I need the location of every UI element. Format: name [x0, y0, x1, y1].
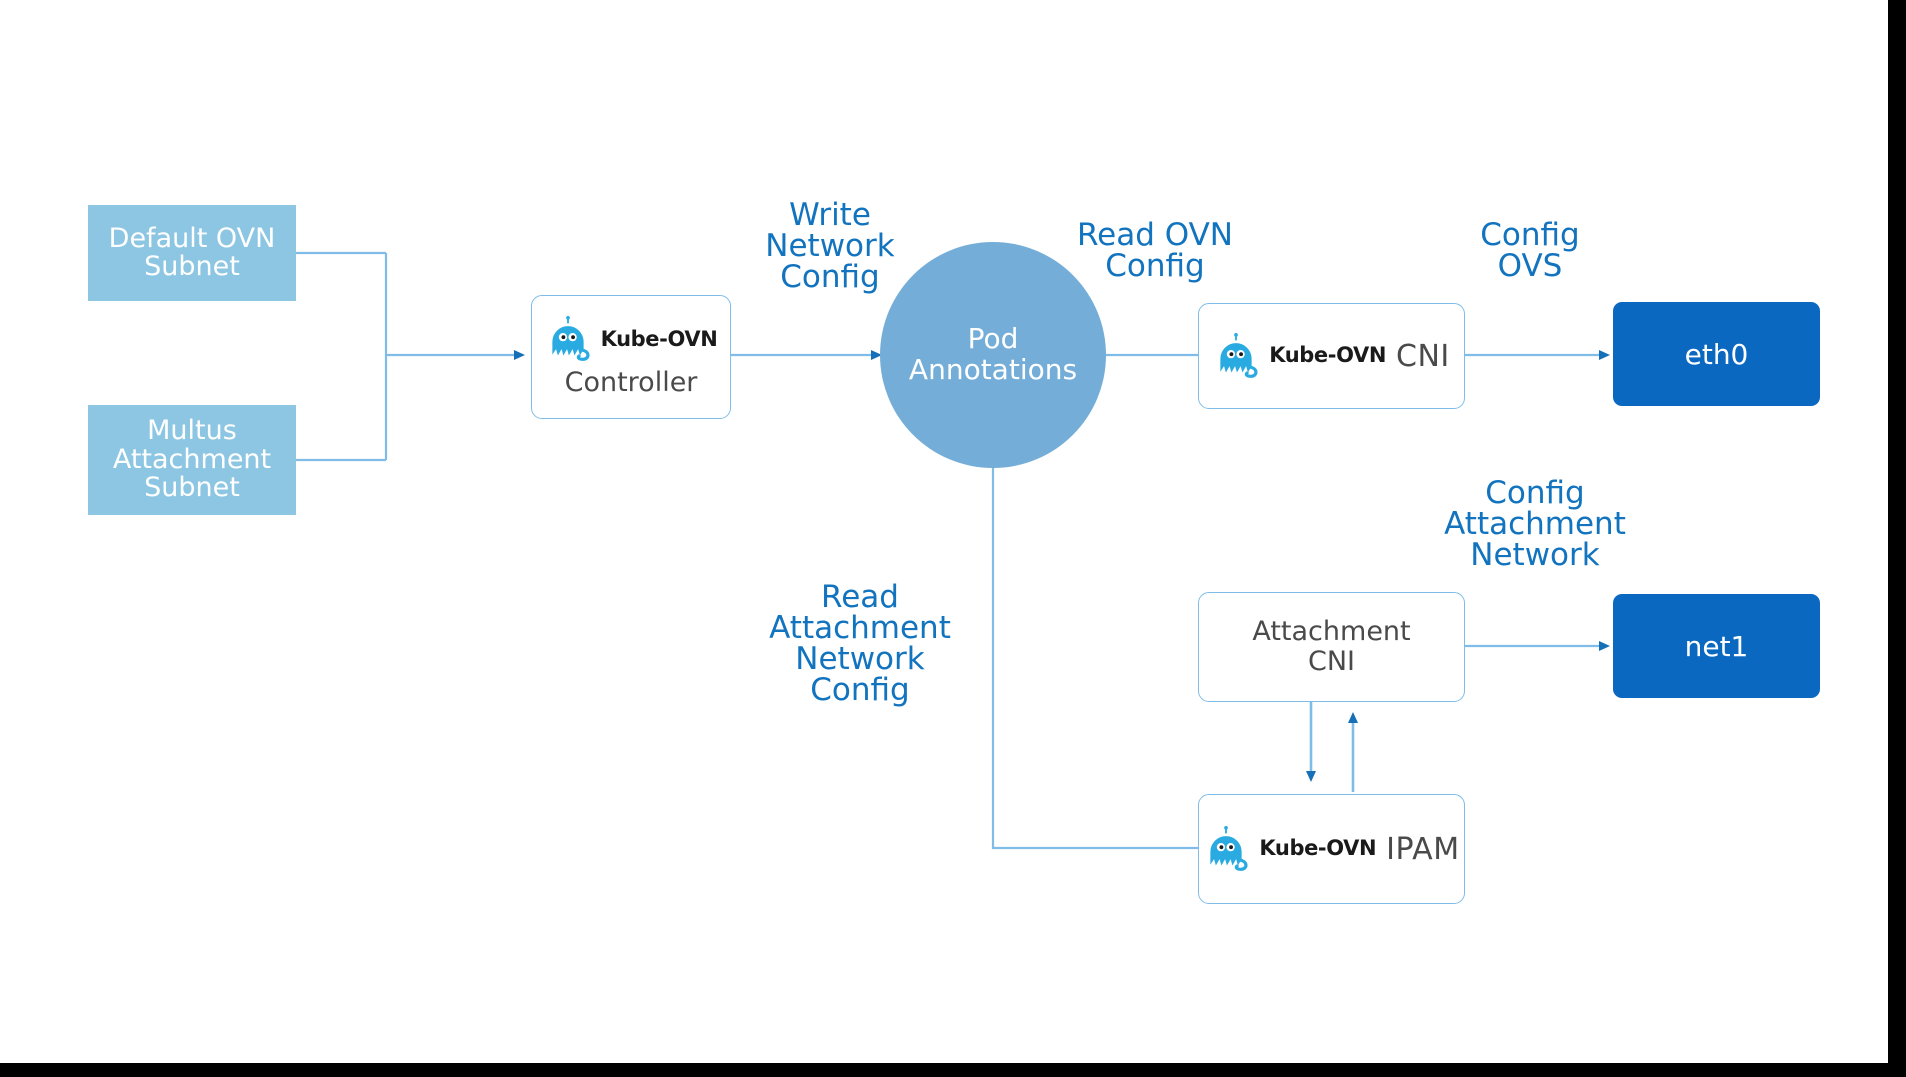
kube-ovn-octopus-icon — [551, 316, 590, 362]
node-eth0[interactable]: eth0 — [1613, 302, 1820, 406]
kube-ovn-cni-suffix: CNI — [1396, 338, 1450, 374]
node-net1[interactable]: net1 — [1613, 594, 1820, 698]
edge-label-write-network-config: Write Network Config — [765, 197, 895, 295]
node-pod-annotations[interactable]: Pod Annotations — [880, 242, 1106, 468]
kube-ovn-wordmark: Kube-OVN — [1259, 836, 1377, 861]
edge-label-config-ovs: Config OVS — [1480, 217, 1580, 284]
kube-ovn-ipam-logo-lockup: Kube-OVN IPAM — [1203, 826, 1459, 872]
pod-annotations-line1: Pod — [967, 322, 1019, 356]
net1-label: net1 — [1684, 629, 1749, 663]
node-kube-ovn-cni[interactable]: Kube-OVN CNI — [1198, 303, 1465, 409]
attachment-cni-line2: CNI — [1307, 646, 1355, 677]
controller-caption: Controller — [564, 367, 698, 399]
kube-ovn-wordmark: Kube-OVN — [600, 326, 718, 351]
node-default-ovn-subnet[interactable]: Default OVN Subnet — [88, 205, 296, 301]
kube-ovn-octopus-icon — [1220, 333, 1258, 378]
edge-label-config-attachment-network: Config Attachment Network — [1444, 475, 1626, 573]
kube-ovn-cni-logo-lockup: Kube-OVN CNI — [1213, 333, 1450, 379]
kube-ovn-logo-lockup: Kube-OVN — [545, 316, 718, 362]
node-multus-attachment-subnet[interactable]: Multus Attachment Subnet — [88, 405, 296, 515]
kube-ovn-octopus-icon — [1210, 826, 1248, 871]
edge-label-read-attachment-network-config: Read Attachment Network Config — [769, 579, 951, 708]
eth0-label: eth0 — [1684, 337, 1749, 371]
pod-annotations-line2: Annotations — [908, 353, 1078, 386]
attachment-cni-line1: Attachment — [1252, 616, 1411, 648]
multus-attachment-subnet-label: Multus Attachment Subnet — [112, 415, 272, 504]
node-kube-ovn-ipam[interactable]: Kube-OVN IPAM — [1198, 794, 1465, 904]
connector-pod-to-ipam — [991, 420, 1198, 850]
kube-ovn-ipam-suffix: IPAM — [1386, 831, 1460, 867]
edge-label-read-ovn-config: Read OVN Config — [1077, 217, 1233, 284]
default-ovn-subnet-label: Default OVN Subnet — [108, 222, 276, 282]
frame-right-band — [1888, 0, 1906, 1077]
kube-ovn-wordmark: Kube-OVN — [1269, 343, 1386, 368]
frame-bottom-band — [0, 1063, 1906, 1077]
node-attachment-cni[interactable]: Attachment CNI — [1198, 592, 1465, 702]
node-kube-ovn-controller[interactable]: Kube-OVN Controller — [531, 295, 731, 419]
